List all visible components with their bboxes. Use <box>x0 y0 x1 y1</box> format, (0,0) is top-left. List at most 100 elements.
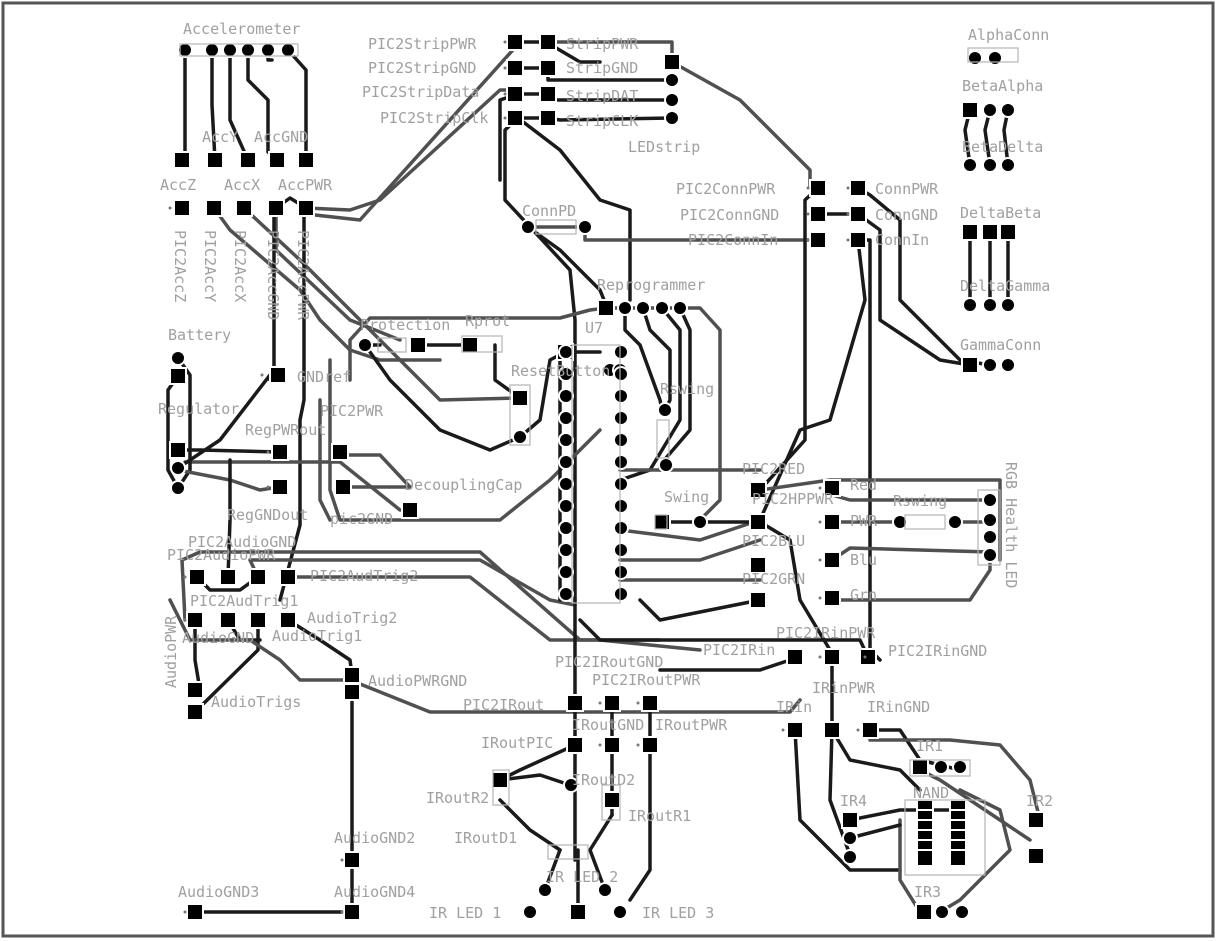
square-pad <box>401 501 419 519</box>
label-accpwr: AccPWR <box>278 176 333 194</box>
label-audiognd3: AudioGND3 <box>178 883 259 901</box>
round-pad <box>558 388 574 404</box>
round-pad <box>962 157 978 173</box>
label-strippwr: StripPWR <box>566 35 639 53</box>
pads <box>168 33 1045 921</box>
reference-dot <box>260 373 264 377</box>
square-pad <box>641 694 659 712</box>
round-pad <box>982 512 998 528</box>
round-pad <box>664 92 680 108</box>
square-pad <box>205 199 223 217</box>
round-pad <box>1000 102 1016 118</box>
square-pad <box>981 223 999 241</box>
square-pad <box>786 648 804 666</box>
label-pic2audiopwr: PIC2AudioPWR <box>167 546 276 564</box>
reference-dot <box>168 206 172 210</box>
round-pad <box>170 460 186 476</box>
square-pad <box>849 231 867 249</box>
square-pad <box>749 481 767 499</box>
label-pic2iroutgnd: PIC2IRoutGND <box>555 653 663 671</box>
square-pad <box>823 589 841 607</box>
label-resetbutton: ResetButton <box>511 362 610 380</box>
label-iroutd2: IRoutD2 <box>572 771 635 789</box>
square-pad <box>961 101 979 119</box>
round-pad <box>558 586 574 602</box>
label-alphaconn: AlphaConn <box>968 26 1049 44</box>
reference-dot <box>503 116 507 120</box>
square-pad <box>343 683 361 701</box>
label-protection: Protection <box>360 316 450 334</box>
label-iringnd: IRinGND <box>867 698 930 716</box>
label-pic2accgnd: PIC2AccGND <box>264 230 282 320</box>
square-pad <box>663 53 681 71</box>
square-pad <box>859 648 877 666</box>
round-pad <box>934 904 950 920</box>
label-audiotrig1: AudioTrig1 <box>272 627 362 645</box>
round-pad <box>613 498 629 514</box>
square-pad <box>597 299 615 317</box>
reference-dot <box>183 910 187 914</box>
square-pad <box>539 59 557 77</box>
label-iroutr2: IRoutR2 <box>426 789 489 807</box>
reference-dot <box>636 743 640 747</box>
square-pad <box>849 205 867 223</box>
square-pad <box>186 611 204 629</box>
label-rgb-health-led: RGB Health LED <box>1002 462 1020 588</box>
reference-dot <box>266 450 270 454</box>
square-pad <box>506 109 524 127</box>
label-pic2strippwr: PIC2StripPWR <box>368 35 477 53</box>
round-pad <box>558 454 574 470</box>
square-pad <box>334 478 352 496</box>
reference-dot <box>846 186 850 190</box>
label-pic2red: PIC2RED <box>742 460 805 478</box>
label-ir1: IR1 <box>916 737 943 755</box>
square-pad <box>279 611 297 629</box>
round-pad <box>1000 297 1016 313</box>
label-conngnd: ConnGND <box>875 206 938 224</box>
square-pad <box>849 179 867 197</box>
round-pad <box>1000 357 1016 373</box>
square-pad <box>271 443 289 461</box>
label-iroutd1: IRoutD1 <box>454 829 517 847</box>
label-pic2pwr: PIC2PWR <box>320 402 384 420</box>
round-pad <box>952 759 968 775</box>
reference-dot <box>856 728 860 732</box>
square-pad <box>186 903 204 921</box>
square-pad <box>169 367 187 385</box>
label-red: Red <box>850 476 877 494</box>
square-pad <box>491 771 509 789</box>
label-audiopwr: AudioPWR <box>162 615 180 688</box>
label-pic2audtrig1: PIC2AudTrig1 <box>190 592 298 610</box>
round-pad <box>1000 157 1016 173</box>
round-pad <box>842 830 858 846</box>
label-pic2accy: PIC2AccY <box>201 230 219 302</box>
round-pad <box>613 366 629 382</box>
round-pad <box>982 492 998 508</box>
label-deltagamma: DeltaGamma <box>960 277 1050 295</box>
square-pad <box>461 336 479 354</box>
label-battery: Battery <box>168 326 231 344</box>
round-pad <box>962 297 978 313</box>
round-pad <box>635 300 651 316</box>
square-pad <box>916 849 934 867</box>
square-pad <box>569 903 587 921</box>
round-pad <box>558 344 574 360</box>
square-pad <box>343 851 361 869</box>
round-pad <box>204 42 220 58</box>
label-accx: AccX <box>224 176 260 194</box>
label-betaalpha: BetaAlpha <box>962 77 1043 95</box>
label-reprogrammer: Reprogrammer <box>597 276 705 294</box>
round-pad <box>260 42 276 58</box>
square-pad <box>279 568 297 586</box>
label-decouplingcap: DecouplingCap <box>405 476 522 494</box>
reference-dot <box>818 486 822 490</box>
square-pad <box>249 611 267 629</box>
square-pad <box>1027 811 1045 829</box>
label-grn: Grn <box>850 586 877 604</box>
reference-dot <box>183 618 187 622</box>
square-pad <box>911 758 929 776</box>
label-audiognd2: AudioGND2 <box>334 829 415 847</box>
round-pad <box>613 344 629 360</box>
reference-dot <box>806 238 810 242</box>
